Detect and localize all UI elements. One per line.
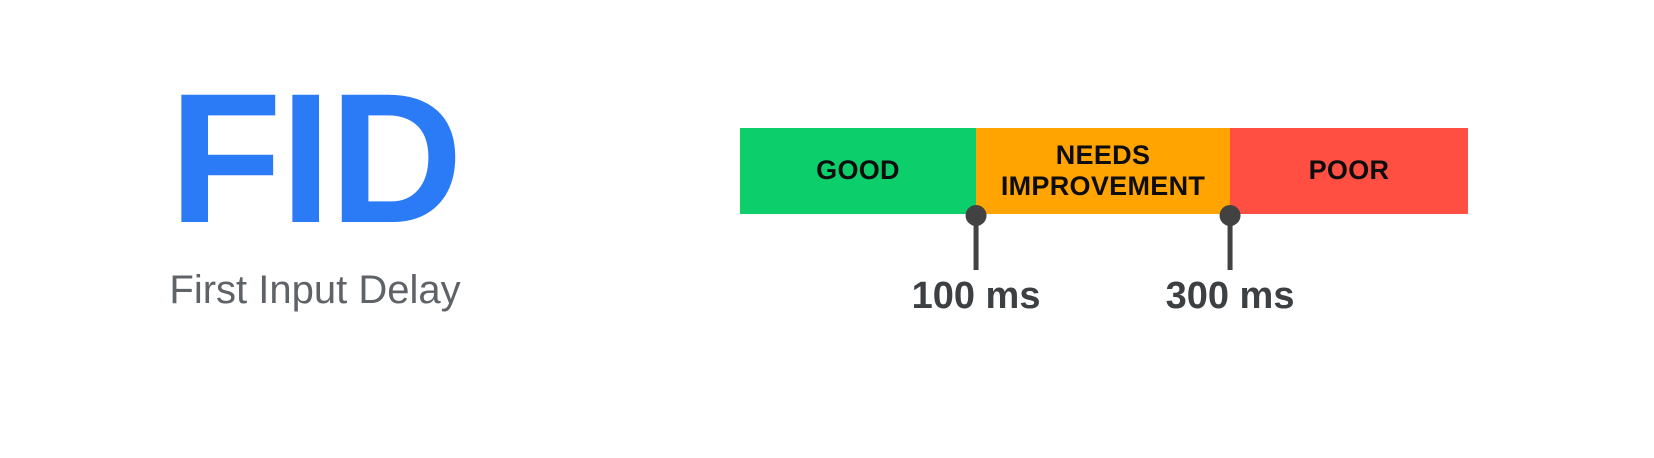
threshold-stem bbox=[1227, 222, 1233, 270]
threshold-dot bbox=[1219, 205, 1241, 226]
rating-bar: GOOD NEEDS IMPROVEMENT POOR bbox=[740, 128, 1468, 214]
segment-needs-improvement: NEEDS IMPROVEMENT bbox=[976, 128, 1230, 214]
metric-title-block: FID First Input Delay bbox=[140, 0, 490, 314]
threshold-stem bbox=[973, 222, 979, 270]
metric-full-name: First Input Delay bbox=[169, 268, 461, 312]
segment-poor: POOR bbox=[1230, 128, 1468, 214]
threshold-label: 100 ms bbox=[911, 275, 1041, 317]
segment-good: GOOD bbox=[740, 128, 977, 214]
threshold-300ms: 300 ms bbox=[1165, 205, 1295, 318]
threshold-dot bbox=[965, 205, 987, 226]
threshold-label: 300 ms bbox=[1165, 275, 1295, 317]
metric-abbreviation: FID bbox=[168, 56, 463, 262]
threshold-scale: GOOD NEEDS IMPROVEMENT POOR 100 ms 300 m… bbox=[740, 128, 1468, 317]
threshold-100ms: 100 ms bbox=[911, 205, 1041, 318]
